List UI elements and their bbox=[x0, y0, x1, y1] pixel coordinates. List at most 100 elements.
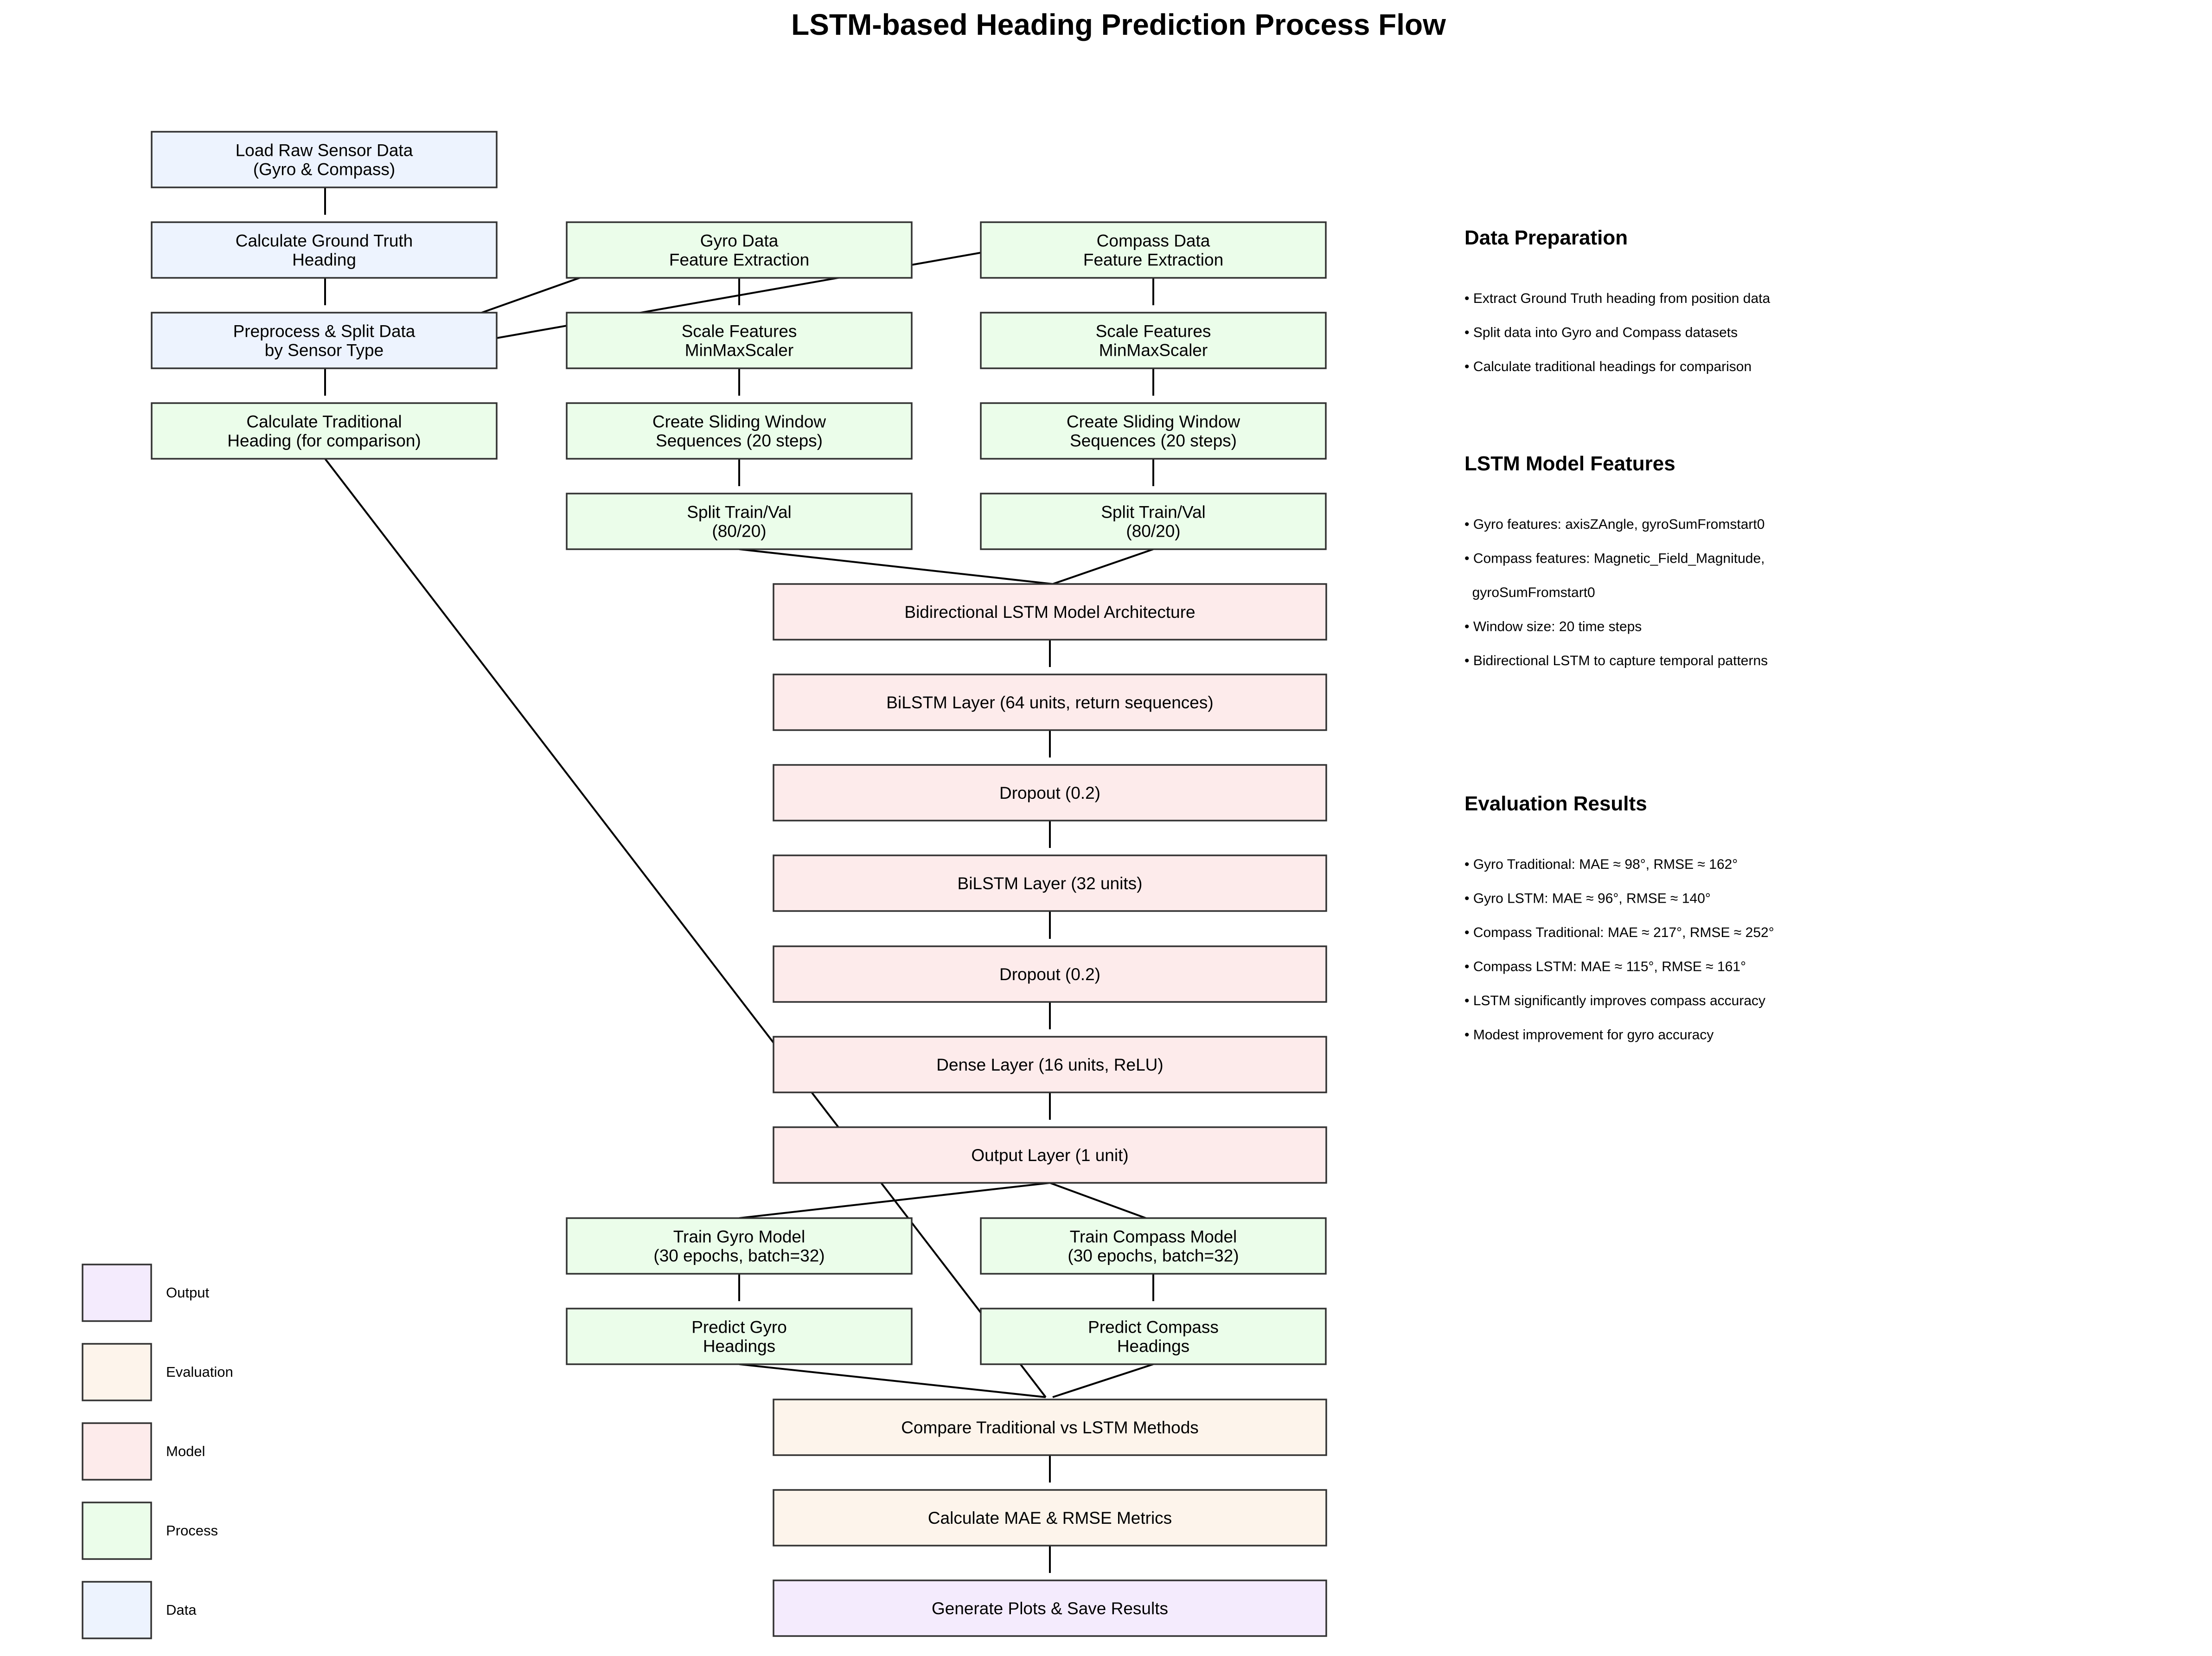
node-compass-split: Split Train/Val(80/20) bbox=[980, 493, 1327, 550]
node-bilstm-arch: Bidirectional LSTM Model Architecture bbox=[773, 583, 1327, 641]
connector-line bbox=[1052, 548, 1154, 585]
node-label: Dropout (0.2) bbox=[999, 783, 1100, 802]
section-heading: Data Preparation bbox=[1464, 226, 1628, 249]
node-load-raw: Load Raw Sensor Data(Gyro & Compass) bbox=[151, 131, 498, 188]
node-gyro-split: Split Train/Val(80/20) bbox=[566, 493, 913, 550]
node-box bbox=[773, 1399, 1327, 1456]
node-label: BiLSTM Layer (32 units) bbox=[958, 874, 1143, 893]
node-label: Dense Layer (16 units, ReLU) bbox=[936, 1055, 1163, 1074]
section-line: • Gyro LSTM: MAE ≈ 96°, RMSE ≈ 140° bbox=[1464, 891, 1711, 906]
section-line: gyroSumFromstart0 bbox=[1464, 585, 1595, 600]
node-box bbox=[151, 402, 498, 460]
node-box bbox=[773, 1126, 1327, 1184]
node-box bbox=[566, 312, 913, 369]
section-line: • Gyro features: axisZAngle, gyroSumFrom… bbox=[1464, 517, 1764, 532]
node-box bbox=[980, 402, 1327, 460]
node-output-layer: Output Layer (1 unit) bbox=[773, 1126, 1327, 1184]
node-box bbox=[773, 1036, 1327, 1093]
legend-label: Process bbox=[166, 1522, 218, 1539]
section-heading: LSTM Model Features bbox=[1464, 452, 1675, 475]
connector-line bbox=[1049, 1182, 1146, 1219]
section-line: • Calculate traditional headings for com… bbox=[1464, 359, 1752, 374]
section-line: • Extract Ground Truth heading from posi… bbox=[1464, 291, 1771, 306]
node-label: Create Sliding Window bbox=[1067, 412, 1240, 431]
legend-swatch bbox=[82, 1422, 152, 1481]
node-label: Sequences (20 steps) bbox=[656, 431, 823, 450]
node-label: Sequences (20 steps) bbox=[1070, 431, 1237, 450]
node-label: Output Layer (1 unit) bbox=[971, 1146, 1128, 1165]
node-label: (80/20) bbox=[1126, 522, 1180, 541]
node-label: Heading bbox=[292, 250, 356, 270]
legend-item-data: Data bbox=[82, 1581, 197, 1639]
node-box bbox=[151, 221, 498, 279]
node-label: Split Train/Val bbox=[1101, 503, 1206, 522]
node-label: Predict Gyro bbox=[691, 1318, 787, 1337]
node-bilstm-64: BiLSTM Layer (64 units, return sequences… bbox=[773, 674, 1327, 731]
node-label: Generate Plots & Save Results bbox=[932, 1599, 1168, 1618]
node-box bbox=[773, 764, 1327, 822]
section-line: • Compass Traditional: MAE ≈ 217°, RMSE … bbox=[1464, 925, 1774, 940]
node-metrics: Calculate MAE & RMSE Metrics bbox=[773, 1489, 1327, 1547]
section-line: • Split data into Gyro and Compass datas… bbox=[1464, 325, 1738, 340]
node-label: Predict Compass bbox=[1088, 1318, 1219, 1337]
node-box bbox=[980, 1308, 1327, 1365]
node-box bbox=[980, 221, 1327, 279]
node-label: Calculate Ground Truth bbox=[236, 231, 413, 250]
section-line: • Compass LSTM: MAE ≈ 115°, RMSE ≈ 161° bbox=[1464, 959, 1746, 975]
node-label: (30 epochs, batch=32) bbox=[653, 1246, 825, 1265]
node-box bbox=[773, 1579, 1327, 1637]
node-label: Gyro Data bbox=[700, 231, 779, 250]
node-label: BiLSTM Layer (64 units, return sequences… bbox=[886, 693, 1213, 712]
node-train-gyro: Train Gyro Model(30 epochs, batch=32) bbox=[566, 1217, 913, 1275]
legend-item-evaluation: Evaluation bbox=[82, 1343, 233, 1401]
connector-line bbox=[1052, 1363, 1154, 1398]
connector-line bbox=[739, 1363, 1046, 1398]
connectors bbox=[324, 187, 1154, 1573]
node-dropout-1: Dropout (0.2) bbox=[773, 764, 1327, 822]
node-box bbox=[773, 583, 1327, 641]
node-label: Bidirectional LSTM Model Architecture bbox=[904, 603, 1195, 622]
legend-item-output: Output bbox=[82, 1264, 209, 1322]
node-label: Compare Traditional vs LSTM Methods bbox=[901, 1418, 1199, 1437]
node-box bbox=[980, 1217, 1327, 1275]
node-label: (Gyro & Compass) bbox=[253, 160, 395, 179]
node-label: by Sensor Type bbox=[265, 341, 384, 360]
connector-line bbox=[739, 1182, 1050, 1219]
node-label: Create Sliding Window bbox=[652, 412, 826, 431]
node-box bbox=[151, 131, 498, 188]
legend-label: Output bbox=[166, 1284, 209, 1301]
node-label: Calculate MAE & RMSE Metrics bbox=[928, 1508, 1172, 1528]
legend-label: Model bbox=[166, 1443, 205, 1459]
node-label: (30 epochs, batch=32) bbox=[1068, 1246, 1239, 1265]
node-bilstm-32: BiLSTM Layer (32 units) bbox=[773, 854, 1327, 912]
section-line: • Bidirectional LSTM to capture temporal… bbox=[1464, 653, 1768, 668]
node-box bbox=[980, 312, 1327, 369]
node-compare: Compare Traditional vs LSTM Methods bbox=[773, 1399, 1327, 1456]
node-label: MinMaxScaler bbox=[1099, 341, 1208, 360]
legend-item-process: Process bbox=[82, 1502, 218, 1560]
legend-swatch bbox=[82, 1264, 152, 1322]
node-label: Load Raw Sensor Data bbox=[236, 141, 413, 160]
legend-label: Data bbox=[166, 1602, 197, 1618]
node-label: Feature Extraction bbox=[669, 250, 809, 270]
node-label: Calculate Traditional bbox=[246, 412, 402, 431]
node-train-compass: Train Compass Model(30 epochs, batch=32) bbox=[980, 1217, 1327, 1275]
legend-item-model: Model bbox=[82, 1422, 205, 1481]
node-box bbox=[151, 312, 498, 369]
connector-line bbox=[739, 548, 1053, 585]
node-box bbox=[566, 221, 913, 279]
section-line: • LSTM significantly improves compass ac… bbox=[1464, 993, 1765, 1008]
node-label: (80/20) bbox=[712, 522, 766, 541]
node-dense: Dense Layer (16 units, ReLU) bbox=[773, 1036, 1327, 1093]
node-plots: Generate Plots & Save Results bbox=[773, 1579, 1327, 1637]
legend-swatch bbox=[82, 1502, 152, 1560]
